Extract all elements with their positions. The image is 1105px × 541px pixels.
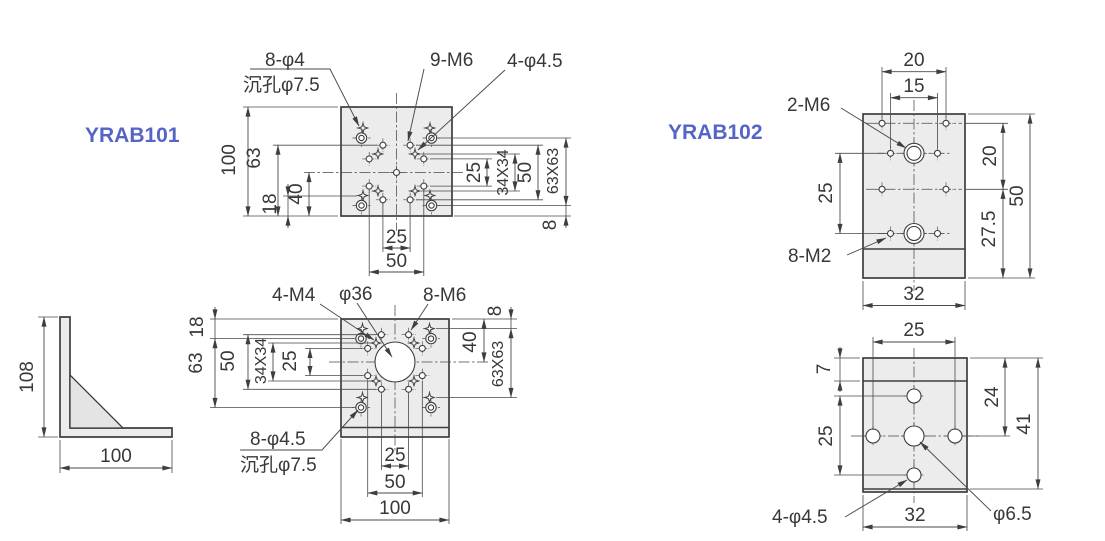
callout-phi6p5: φ6.5 xyxy=(993,504,1032,525)
center-bore-phi36 xyxy=(374,341,416,383)
callout-phi36: φ36 xyxy=(339,284,372,305)
dim-101top-40: 40 xyxy=(286,183,307,204)
dim-102top-r27p5: 27.5 xyxy=(979,211,1000,248)
dim-102bot-l25: 25 xyxy=(816,425,837,446)
side-view-dim-height: 108 xyxy=(17,316,58,438)
dim-101bot-b25: 25 xyxy=(384,445,405,466)
dim-101bot-18: 18 xyxy=(187,316,208,337)
yrab102-top-dims-right: 20 27.5 50 xyxy=(965,113,1035,279)
yrab102-bottom-dims-right: 24 41 xyxy=(963,357,1043,490)
callout-counterbore-7p5: 沉孔φ7.5 xyxy=(243,74,320,96)
yrab101-bottom-callouts: 4-M4 φ36 8-M6 8-φ4.5 沉孔φ7.5 xyxy=(240,284,466,476)
dim-102top-t20: 20 xyxy=(903,50,924,71)
dim-102top-b32: 32 xyxy=(903,284,924,305)
callout-4-phi4p5: 4-φ4.5 xyxy=(507,51,563,72)
side-view: 108 100 xyxy=(17,316,173,473)
dim-102bot-r41: 41 xyxy=(1014,413,1035,434)
yrab101-top-dims-left: 100 63 18 40 xyxy=(219,106,377,228)
yrab101-top-dims-right: 25 34X34 50 63X63 8 xyxy=(416,137,571,231)
yrab102-bottom-dims-bottom: 32 xyxy=(862,495,968,531)
callout-9-m6: 9-M6 xyxy=(430,50,473,71)
dim-side-100: 100 xyxy=(100,446,132,467)
yrab101-bottom-dims-bottom: 25 50 100 xyxy=(340,381,450,524)
dim-101top-r63x63: 63X63 xyxy=(545,148,562,194)
yrab101-top-dims-bottom: 25 50 xyxy=(368,190,425,276)
yrab102-bottom-dims-left: 7 25 xyxy=(814,347,905,476)
dim-102bot-t25: 25 xyxy=(903,320,924,341)
callout-2-m6: 2-M6 xyxy=(787,95,830,116)
dim-102bot-l7: 7 xyxy=(814,364,835,375)
part-label-yrab102: YRAB102 xyxy=(668,121,763,144)
dim-101bot-b100: 100 xyxy=(379,498,411,519)
dim-102bot-r24: 24 xyxy=(982,386,1003,408)
dim-102top-l25: 25 xyxy=(816,182,837,203)
dim-101top-b25: 25 xyxy=(386,227,407,248)
dim-101bot-r40: 40 xyxy=(460,331,481,352)
dim-101bot-63: 63 xyxy=(186,352,207,373)
dim-102top-r20: 20 xyxy=(980,145,1001,166)
dim-side-108: 108 xyxy=(17,361,38,393)
yrab101-top-view: 8-φ4 沉孔φ7.5 9-M6 4-φ4.5 100 63 18 40 xyxy=(219,50,571,276)
callout-8-phi4: 8-φ4 xyxy=(265,50,305,71)
dim-101bot-b50: 50 xyxy=(384,472,405,493)
yrab102-bottom-dims-top: 25 xyxy=(872,320,956,430)
dim-102top-r50: 50 xyxy=(1007,185,1028,206)
callout-8-phi4p5: 8-φ4.5 xyxy=(250,429,306,450)
dim-101bot-r63x63: 63X63 xyxy=(490,341,507,387)
side-view-bracket-profile xyxy=(59,316,173,438)
dim-101top-63: 63 xyxy=(244,147,265,168)
yrab102-top-dims-top: 20 15 xyxy=(881,50,947,148)
dim-101top-r25: 25 xyxy=(464,162,485,183)
yrab101-bottom-view: 4-M4 φ36 8-M6 8-φ4.5 沉孔φ7.5 18 63 xyxy=(186,284,517,524)
yrab102-top-view: 2-M6 8-M2 20 15 25 20 xyxy=(787,50,1035,310)
dim-102bot-b32: 32 xyxy=(904,505,925,526)
side-view-gusset xyxy=(69,373,125,429)
yrab102-bottom-callouts: 4-φ4.5 φ6.5 xyxy=(772,441,1032,528)
yrab101-top-callouts: 8-φ4 沉孔φ7.5 9-M6 4-φ4.5 xyxy=(243,50,563,151)
yrab102-top-dims-left: 25 xyxy=(816,152,884,234)
yrab101-bottom-dims-left: 18 63 50 34X34 25 xyxy=(186,307,376,408)
dim-101top-r8: 8 xyxy=(540,220,561,231)
yrab102-top-dims-bottom: 32 xyxy=(862,281,966,310)
callout-8-m6: 8-M6 xyxy=(423,285,466,306)
yrab102-top-callouts: 2-M6 8-M2 xyxy=(787,95,907,267)
dim-102top-t15: 15 xyxy=(903,76,924,97)
dim-101top-r50: 50 xyxy=(515,162,536,183)
dim-101bot-r8: 8 xyxy=(485,306,506,317)
yrab102-bottom-view: 4-φ4.5 φ6.5 25 7 25 xyxy=(772,320,1043,531)
callout-8-m2: 8-M2 xyxy=(788,246,831,267)
side-view-dim-width: 100 xyxy=(59,440,173,473)
callout-4-m4: 4-M4 xyxy=(272,285,316,306)
part-label-yrab101: YRAB101 xyxy=(85,124,180,147)
dim-101top-b50: 50 xyxy=(386,251,407,272)
dim-101bot-34x34: 34X34 xyxy=(253,338,270,384)
callout-counterbore-7p5: 沉孔φ7.5 xyxy=(240,454,317,476)
callout-4-phi4p5: 4-φ4.5 xyxy=(772,507,828,528)
dim-101top-18: 18 xyxy=(260,193,281,214)
yrab101-bottom-dims-right: 8 40 63X63 xyxy=(436,306,517,398)
dim-101bot-50: 50 xyxy=(218,350,239,371)
dim-101top-100: 100 xyxy=(219,144,240,176)
dim-101bot-25: 25 xyxy=(280,350,301,371)
dim-101top-r34x34: 34X34 xyxy=(495,149,512,195)
